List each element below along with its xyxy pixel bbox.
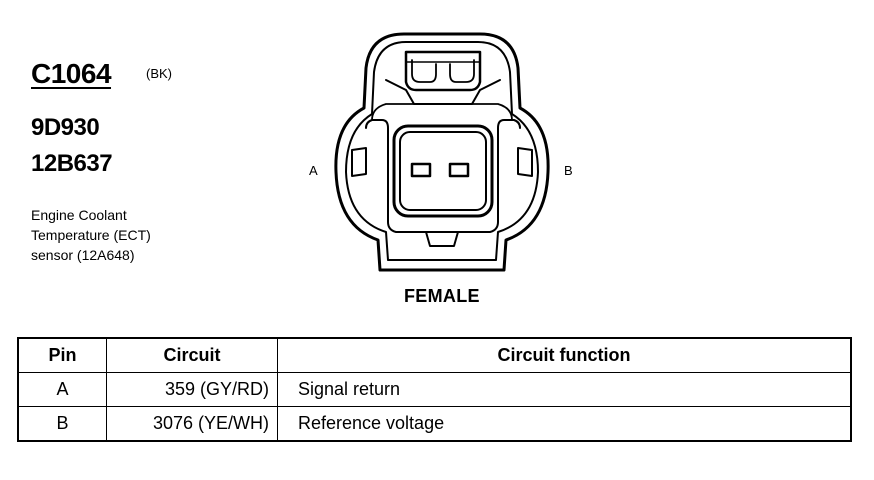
side-key-right [517,147,533,177]
table-row: A 359 (GY/RD) Signal return [17,372,852,407]
terminal-housing-inner [399,131,487,211]
description-line: Engine Coolant [31,207,127,223]
bottom-key [425,231,459,247]
description-line: Temperature (ECT) [31,227,151,243]
connector-id: C1064 [31,58,112,89]
retainer-wall [371,103,513,121]
locking-tab-left [411,59,437,83]
description-line: sensor (12A648) [31,247,135,263]
circuit-cell: 3076 (YE/WH) [106,406,278,442]
terminal-cavity-a [410,162,432,178]
column-header-circuit: Circuit [106,337,278,373]
pin-cell: A [17,372,107,407]
terminal-housing [392,124,494,218]
part-number: 12B637 [31,150,113,177]
connector-color: (BK) [146,66,172,81]
terminal-cavity-b [448,162,470,178]
pin-label-a: A [309,163,318,178]
side-key-left [351,147,367,177]
table-header-row: Pin Circuit Circuit function [17,337,852,373]
column-header-pin: Pin [17,337,107,373]
latch-window [385,79,501,105]
circuit-cell: 359 (GY/RD) [106,372,278,407]
column-header-function: Circuit function [277,337,852,373]
part-number: 9D930 [31,114,100,141]
pin-label-b: B [564,163,573,178]
function-cell: Signal return [277,372,852,407]
connector-face-diagram [334,32,550,272]
connector-outer-shell [334,32,550,272]
connector-inner-shell [345,41,539,261]
inner-cavity [365,119,521,233]
table-row: B 3076 (YE/WH) Reference voltage [17,406,852,442]
locking-tab [404,50,482,92]
component-description: Engine Coolant Temperature (ECT) sensor … [31,205,231,265]
locking-tab-right [449,59,475,83]
function-cell: Reference voltage [277,406,852,442]
pinout-table: Pin Circuit Circuit function A 359 (GY/R… [17,337,852,442]
pin-cell: B [17,406,107,442]
connector-gender-label: FEMALE [404,286,480,306]
